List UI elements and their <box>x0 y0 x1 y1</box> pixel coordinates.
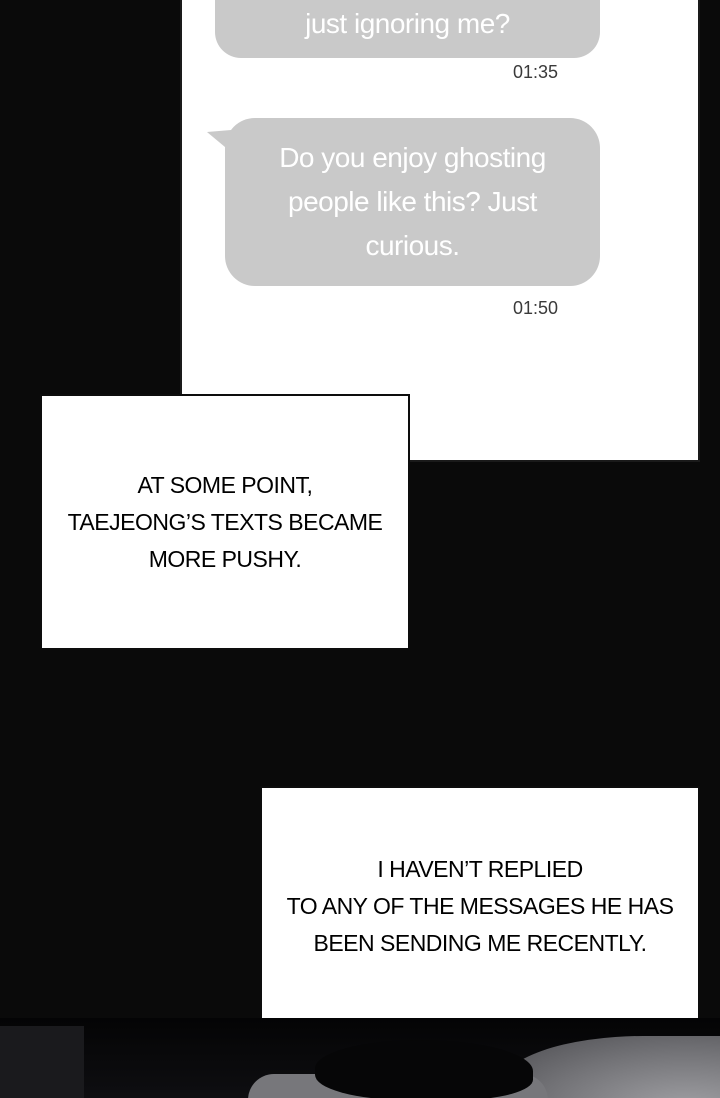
message-timestamp: 01:50 <box>512 298 558 318</box>
bubble-tail-icon <box>207 130 231 152</box>
narration-text: AT SOME POINT, TAEJEONG’S TEXTS BECAME M… <box>67 471 383 572</box>
scene-wall <box>0 1026 84 1098</box>
chat-bubble: just ignoring me? <box>215 0 600 58</box>
narration-box: AT SOME POINT, TAEJEONG’S TEXTS BECAME M… <box>40 394 410 650</box>
bedroom-scene <box>0 1018 720 1098</box>
message-timestamp: 01:35 <box>512 62 558 82</box>
narration-text: I HAVEN’T REPLIED TO ANY OF THE MESSAGES… <box>286 855 674 956</box>
chat-bubble: Do you enjoy ghosting people like this? … <box>207 118 600 286</box>
chat-message-text: just ignoring me? <box>305 8 510 39</box>
narration-box: I HAVEN’T REPLIED TO ANY OF THE MESSAGES… <box>260 786 700 1026</box>
chat-panel: just ignoring me? 01:35 Do you enjoy gho… <box>180 0 700 462</box>
scene-person-hair <box>315 1040 533 1098</box>
chat-message-text: Do you enjoy ghosting people like this? … <box>279 142 546 261</box>
